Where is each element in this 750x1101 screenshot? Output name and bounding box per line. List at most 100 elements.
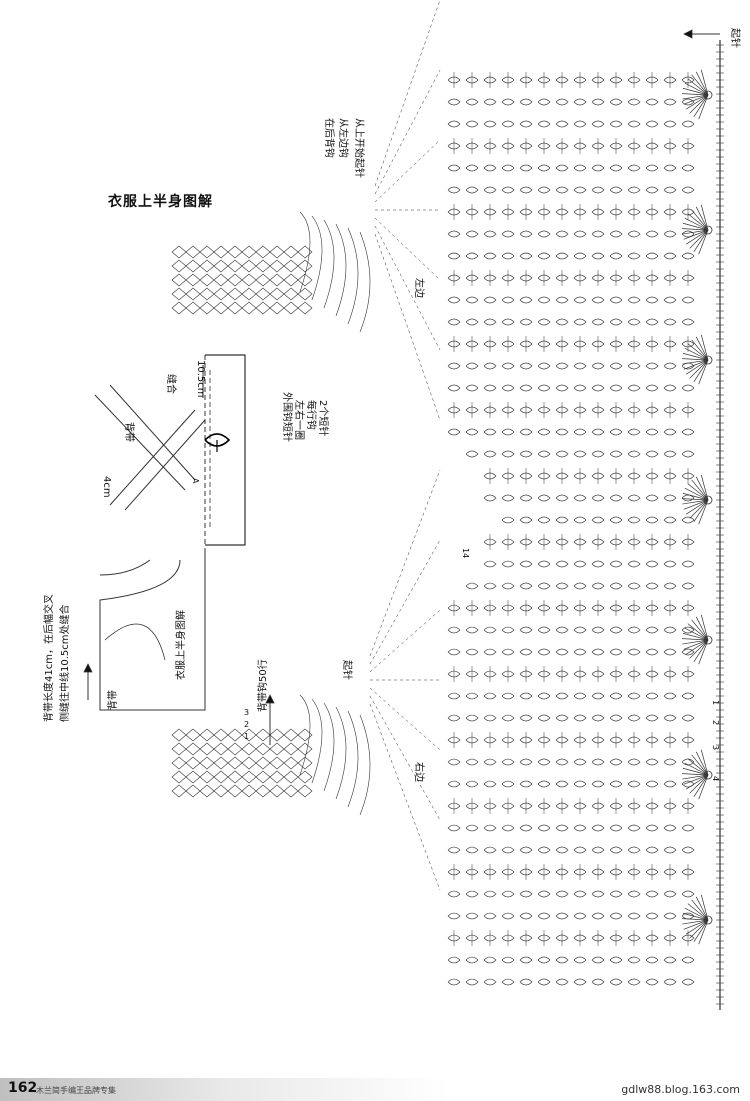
mesh-stitch	[447, 76, 461, 84]
mesh-stitch	[591, 736, 605, 744]
mesh-stitch	[591, 230, 605, 238]
guide-line	[369, 703, 441, 891]
mesh-stitch	[501, 846, 515, 854]
mesh-stitch	[591, 296, 605, 304]
mesh-stitch	[501, 582, 515, 590]
mesh-stitch	[627, 186, 641, 194]
mesh-stitch	[483, 604, 497, 612]
strap-line-a	[94, 394, 186, 491]
mesh-stitch	[465, 978, 479, 986]
mesh-stitch	[609, 758, 623, 766]
mesh-stitch	[609, 362, 623, 370]
mesh-stitch	[501, 604, 515, 612]
mesh-stitch	[645, 846, 659, 854]
mesh-stitch	[447, 934, 461, 942]
mesh-stitch	[681, 318, 695, 326]
mesh-stitch	[483, 208, 497, 216]
mesh-stitch	[645, 274, 659, 282]
mesh-stitch	[447, 230, 461, 238]
mesh-stitch	[681, 626, 695, 634]
mesh-stitch	[537, 956, 551, 964]
mesh-stitch	[627, 98, 641, 106]
strap-stitch	[227, 245, 243, 259]
mesh-stitch	[573, 648, 587, 656]
yoke-arc	[311, 698, 323, 784]
mesh-stitch	[537, 978, 551, 986]
mesh-stitch	[555, 648, 569, 656]
mesh-stitch	[573, 384, 587, 392]
mesh-stitch	[573, 120, 587, 128]
mesh-stitch	[537, 802, 551, 810]
strap-stitch	[269, 245, 285, 259]
mesh-stitch	[573, 714, 587, 722]
strap-stitch	[185, 287, 201, 301]
strap-stitch	[213, 287, 229, 301]
mesh-stitch	[465, 142, 479, 150]
start-stitch-mid: 起针	[341, 660, 352, 680]
mesh-stitch	[465, 252, 479, 260]
mesh-stitch	[681, 714, 695, 722]
mesh-stitch	[465, 428, 479, 436]
mesh-stitch	[591, 406, 605, 414]
strap-stitch	[269, 784, 285, 798]
mesh-stitch	[681, 604, 695, 612]
mesh-stitch	[609, 824, 623, 832]
mesh-stitch	[681, 76, 695, 84]
strap-stitch	[241, 756, 257, 770]
mesh-stitch	[573, 736, 587, 744]
mesh-stitch	[447, 274, 461, 282]
mesh-stitch	[537, 340, 551, 348]
mesh-stitch	[627, 846, 641, 854]
guide-line	[374, 225, 441, 351]
mesh-stitch	[627, 912, 641, 920]
mesh-stitch	[501, 934, 515, 942]
strap-stitch	[255, 742, 271, 756]
mesh-stitch	[483, 142, 497, 150]
mesh-stitch	[501, 406, 515, 414]
mesh-stitch	[627, 362, 641, 370]
mesh-stitch	[501, 340, 515, 348]
mesh-stitch	[627, 670, 641, 678]
mesh-stitch	[645, 428, 659, 436]
strap-stitch	[227, 728, 243, 742]
mesh-stitch	[609, 472, 623, 480]
mesh-stitch	[663, 318, 677, 326]
mesh-stitch	[465, 934, 479, 942]
mesh-stitch	[573, 318, 587, 326]
strap-stitch	[213, 273, 229, 287]
yoke-arc	[323, 219, 335, 309]
mesh-stitch	[447, 802, 461, 810]
mesh-stitch	[609, 406, 623, 414]
strap-stitch	[213, 301, 229, 315]
mesh-stitch	[609, 582, 623, 590]
mesh-stitch	[663, 890, 677, 898]
strap-label-2: 背带	[123, 422, 134, 442]
mesh-stitch	[537, 472, 551, 480]
mesh-stitch	[681, 516, 695, 524]
guide-line	[374, 217, 441, 281]
mesh-stitch	[537, 890, 551, 898]
mesh-stitch	[465, 648, 479, 656]
mesh-stitch	[447, 780, 461, 788]
mesh-stitch	[681, 736, 695, 744]
mesh-stitch	[609, 76, 623, 84]
mesh-stitch	[627, 472, 641, 480]
mesh-stitch	[573, 98, 587, 106]
strap-stitch	[171, 742, 187, 756]
mesh-stitch	[591, 714, 605, 722]
strap-stitch	[269, 770, 285, 784]
mesh-stitch	[465, 340, 479, 348]
strap-stitch	[241, 784, 257, 798]
mesh-stitch	[555, 296, 569, 304]
mesh-stitch	[681, 780, 695, 788]
strap-stitch	[269, 287, 285, 301]
mesh-stitch	[645, 296, 659, 304]
mesh-stitch	[501, 538, 515, 546]
mesh-stitch	[681, 274, 695, 282]
mesh-stitch	[465, 450, 479, 458]
mesh-stitch	[483, 384, 497, 392]
mesh-stitch	[519, 868, 533, 876]
mesh-stitch	[627, 274, 641, 282]
mesh-stitch	[501, 714, 515, 722]
mesh-stitch	[609, 670, 623, 678]
